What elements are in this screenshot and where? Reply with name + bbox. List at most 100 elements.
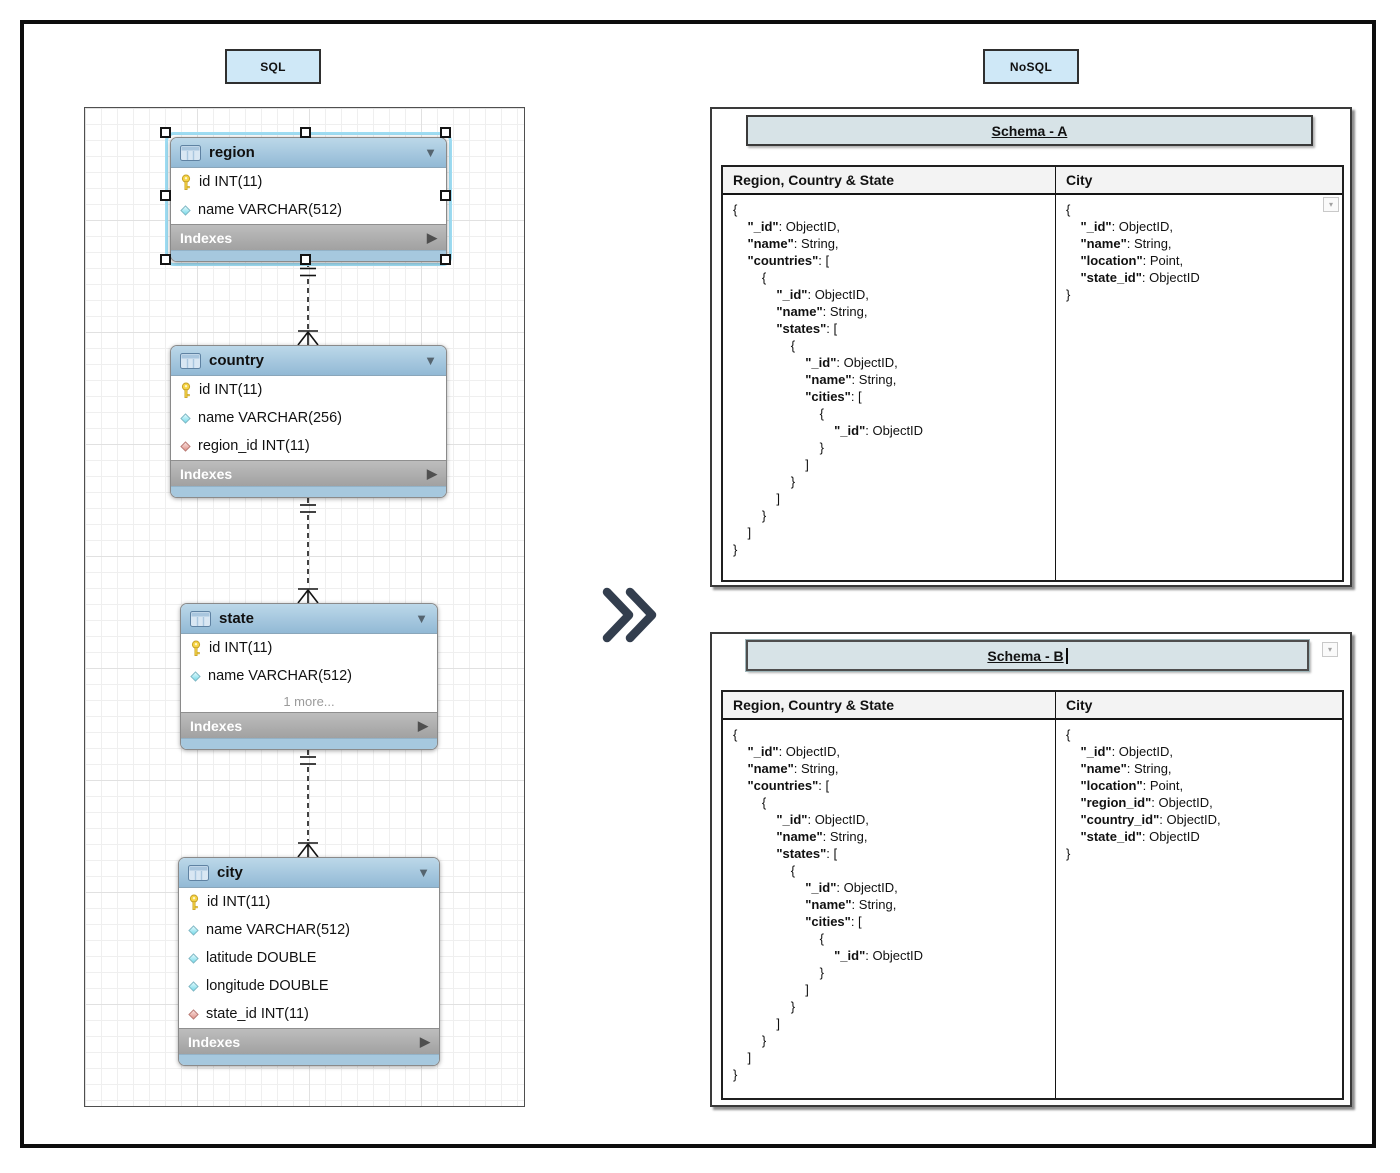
erd-field-row[interactable]: name VARCHAR(512): [181, 662, 437, 690]
indexes-label: Indexes: [180, 229, 233, 246]
sql-label-text: SQL: [260, 59, 286, 74]
schema-a-column-header-region[interactable]: Region, Country & State: [723, 167, 1056, 195]
selection-handle-top-left[interactable]: [160, 127, 171, 138]
triangle-down-icon[interactable]: ▼: [417, 865, 430, 880]
erd-table-name: state: [219, 610, 255, 627]
dropdown-caret-icon[interactable]: ▾: [1323, 197, 1339, 212]
erd-table-header[interactable]: region ▼: [171, 138, 446, 168]
schema-a-table: Region, Country & State City { "_id": Ob…: [721, 165, 1344, 582]
erd-table-state[interactable]: state ▼ id INT(11) name VARCHAR(512) 1 m…: [180, 603, 438, 750]
erd-field-row[interactable]: state_id INT(11): [179, 1000, 439, 1028]
schema-b-column-header-city[interactable]: City: [1056, 692, 1342, 720]
schema-b-table: Region, Country & State City { "_id": Ob…: [721, 690, 1344, 1100]
erd-field-text: name VARCHAR(256): [198, 410, 342, 426]
selection-handle-bottom-mid[interactable]: [300, 254, 311, 265]
schema-b-title-bar[interactable]: Schema - B: [745, 639, 1310, 672]
erd-field-row[interactable]: id INT(11): [181, 634, 437, 662]
erd-field-text: region_id INT(11): [198, 438, 310, 454]
erd-field-row[interactable]: name VARCHAR(256): [171, 404, 446, 432]
erd-field-text: id INT(11): [199, 174, 263, 190]
triangle-right-icon[interactable]: ▶: [427, 466, 437, 481]
erd-field-row[interactable]: longitude DOUBLE: [179, 972, 439, 1000]
indexes-bar[interactable]: Indexes ▶: [179, 1028, 439, 1054]
schema-b-city-code-cell[interactable]: { "_id": ObjectID, "name": String, "loca…: [1066, 727, 1221, 861]
text-cursor: [1065, 647, 1068, 664]
table-grid-icon: [180, 144, 201, 161]
triangle-right-icon[interactable]: ▶: [420, 1034, 430, 1049]
erd-field-row[interactable]: name VARCHAR(512): [171, 196, 446, 224]
schema-a-region-code-cell[interactable]: { "_id": ObjectID, "name": String, "coun…: [723, 195, 1056, 580]
table-grid-icon: [188, 864, 209, 881]
schema-a-city-code-cell[interactable]: { "_id": ObjectID, "name": String, "loca…: [1066, 202, 1200, 302]
erd-field-text: name VARCHAR(512): [198, 202, 342, 218]
selection-handle-bottom-left[interactable]: [160, 254, 171, 265]
erd-field-text: id INT(11): [209, 640, 273, 656]
erd-field-row[interactable]: id INT(11): [179, 888, 439, 916]
erd-table-header[interactable]: state ▼: [181, 604, 437, 634]
yellow-key-icon: [189, 894, 199, 910]
triangle-right-icon[interactable]: ▶: [427, 230, 437, 245]
table-grid-icon: [190, 610, 211, 627]
nosql-label[interactable]: NoSQL: [983, 49, 1079, 84]
schema-a-title-text: Schema - A: [991, 122, 1068, 139]
schema-b-panel[interactable]: Schema - B Region, Country & State City …: [710, 632, 1352, 1107]
selection-handle-top-mid[interactable]: [300, 127, 311, 138]
triangle-down-icon[interactable]: ▼: [424, 145, 437, 160]
erd-field-text: longitude DOUBLE: [206, 978, 329, 994]
yellow-key-icon: [181, 382, 191, 398]
erd-field-row[interactable]: latitude DOUBLE: [179, 944, 439, 972]
sql-label[interactable]: SQL: [225, 49, 321, 84]
selection-handle-top-right[interactable]: [440, 127, 451, 138]
erd-field-row[interactable]: name VARCHAR(512): [179, 916, 439, 944]
erd-field-text: id INT(11): [199, 382, 263, 398]
selection-handle-bottom-right[interactable]: [440, 254, 451, 265]
nosql-label-text: NoSQL: [1009, 59, 1053, 74]
triangle-down-icon[interactable]: ▼: [415, 611, 428, 626]
erd-field-row[interactable]: region_id INT(11): [171, 432, 446, 460]
erd-table-footer: [171, 486, 446, 497]
table-grid-icon: [180, 352, 201, 369]
erd-field-text: id INT(11): [207, 894, 271, 910]
erd-table-footer: [181, 738, 437, 749]
cyan-diamond-icon: [188, 980, 199, 992]
cyan-diamond-icon: [188, 924, 199, 936]
erd-table-city[interactable]: city ▼ id INT(11) name VARCHAR(512) lati…: [178, 857, 440, 1066]
erd-field-row[interactable]: id INT(11): [171, 376, 446, 404]
dropdown-caret-icon[interactable]: ▾: [1322, 642, 1338, 657]
erd-table-name: region: [209, 144, 255, 161]
cyan-diamond-icon: [180, 204, 191, 216]
indexes-bar[interactable]: Indexes ▶: [171, 224, 446, 250]
erd-table-name: country: [209, 352, 265, 369]
erd-table-header[interactable]: city ▼: [179, 858, 439, 888]
erd-table-country[interactable]: country ▼ id INT(11) name VARCHAR(256) r…: [170, 345, 447, 498]
cyan-diamond-icon: [180, 412, 191, 424]
erd-field-text: name VARCHAR(512): [206, 922, 350, 938]
selection-handle-mid-right[interactable]: [440, 190, 451, 201]
schema-b-region-code-cell[interactable]: { "_id": ObjectID, "name": String, "coun…: [723, 720, 1056, 1098]
indexes-label: Indexes: [180, 465, 233, 482]
cyan-diamond-icon: [190, 670, 201, 682]
double-chevron-right-icon: [602, 587, 657, 643]
cyan-diamond-icon: [188, 952, 199, 964]
indexes-bar[interactable]: Indexes ▶: [171, 460, 446, 486]
selection-handle-mid-left[interactable]: [160, 190, 171, 201]
schema-a-column-header-city[interactable]: City: [1056, 167, 1342, 195]
more-fields-indicator[interactable]: 1 more...: [181, 690, 437, 712]
indexes-label: Indexes: [190, 717, 243, 734]
erd-field-text: latitude DOUBLE: [206, 950, 317, 966]
schema-a-panel[interactable]: Schema - A Region, Country & State City …: [710, 107, 1352, 587]
indexes-label: Indexes: [188, 1033, 241, 1050]
schema-b-column-header-region[interactable]: Region, Country & State: [723, 692, 1056, 720]
schema-a-title-bar[interactable]: Schema - A: [746, 115, 1313, 146]
erd-table-name: city: [217, 864, 243, 881]
yellow-key-icon: [181, 174, 191, 190]
yellow-key-icon: [191, 640, 201, 656]
erd-field-row[interactable]: id INT(11): [171, 168, 446, 196]
erd-table-header[interactable]: country ▼: [171, 346, 446, 376]
triangle-down-icon[interactable]: ▼: [424, 353, 437, 368]
indexes-bar[interactable]: Indexes ▶: [181, 712, 437, 738]
erd-table-footer: [179, 1054, 439, 1065]
erd-table-region[interactable]: region ▼ id INT(11) name VARCHAR(512) In…: [170, 137, 447, 262]
triangle-right-icon[interactable]: ▶: [418, 718, 428, 733]
red-diamond-icon: [180, 440, 191, 452]
